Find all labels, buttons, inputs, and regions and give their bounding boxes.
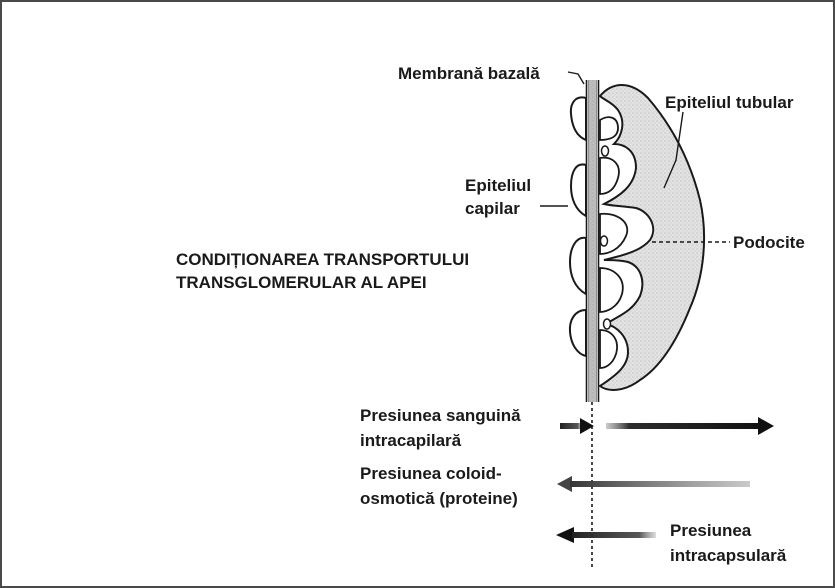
basement-membrane (587, 80, 599, 402)
capillary-endothelium-cells (570, 97, 586, 356)
arrow-presiunea-coloid-osmotica (557, 476, 750, 492)
podocyte-cell-body (600, 85, 704, 390)
arrow-presiunea-intracapsulara (556, 527, 656, 543)
